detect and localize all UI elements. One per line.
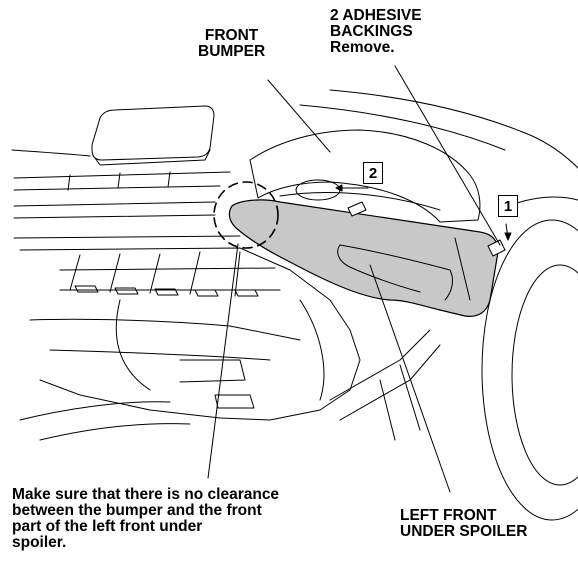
adhesive-backing-2: [347, 201, 367, 217]
frame-rail: [379, 364, 421, 441]
adhesive-backing-1: [487, 239, 506, 257]
leader-note: [207, 243, 239, 479]
body-line: [13, 235, 241, 239]
tire: [481, 219, 578, 521]
body-line: [13, 171, 231, 179]
contact-area-highlight: [213, 181, 279, 249]
spoiler-inner-line: [339, 244, 453, 301]
leader-spoiler: [369, 264, 451, 493]
undercarriage-rib: [69, 251, 241, 297]
body-line: [13, 214, 216, 219]
callout-1-arrowhead: [504, 232, 512, 241]
wheel-rim: [511, 264, 578, 486]
body-line: [13, 185, 221, 191]
spoiler-inner-line: [337, 244, 421, 293]
undercarriage-detail: [115, 299, 151, 391]
engine-box: [91, 105, 215, 161]
bumper-detail: [279, 191, 441, 211]
frame-rail: [329, 329, 441, 421]
undercarriage-detail: [214, 394, 255, 409]
leader-front-bumper: [267, 79, 331, 153]
undercarriage-rib: [59, 267, 281, 291]
undercarriage-slot: [74, 285, 259, 297]
frame-rail: [19, 401, 191, 441]
body-line: [11, 149, 91, 157]
callout-2-box: 2: [363, 162, 383, 184]
spoiler-inner-line: [454, 237, 471, 301]
undercarriage-detail: [29, 318, 301, 341]
body-line: [13, 201, 216, 207]
label-clearance-note: Make sure that there is no clearance bet…: [12, 486, 280, 551]
label-front-bumper: FRONT BUMPER: [198, 27, 266, 60]
label-left-front-under-spoiler: LEFT FRONT UNDER SPOILER: [400, 507, 528, 540]
undercarriage-detail: [299, 299, 325, 401]
fog-light-opening: [295, 179, 341, 201]
label-adhesive-backings: 2 ADHESIVE BACKINGS Remove.: [330, 7, 422, 56]
undercarriage-detail: [49, 349, 271, 361]
undercarriage: [19, 247, 361, 421]
hood-inner-line: [299, 104, 506, 151]
front-bumper: [249, 129, 481, 223]
engine-box-edge: [94, 149, 211, 166]
leader-adhesive: [394, 65, 501, 246]
hood-edge: [329, 89, 578, 169]
callout-1-box: 1: [498, 195, 518, 217]
callout-2-arrowhead: [335, 184, 343, 192]
undercarriage-detail: [179, 359, 246, 383]
body-line: [67, 171, 171, 191]
left-front-under-spoiler: [228, 199, 499, 317]
